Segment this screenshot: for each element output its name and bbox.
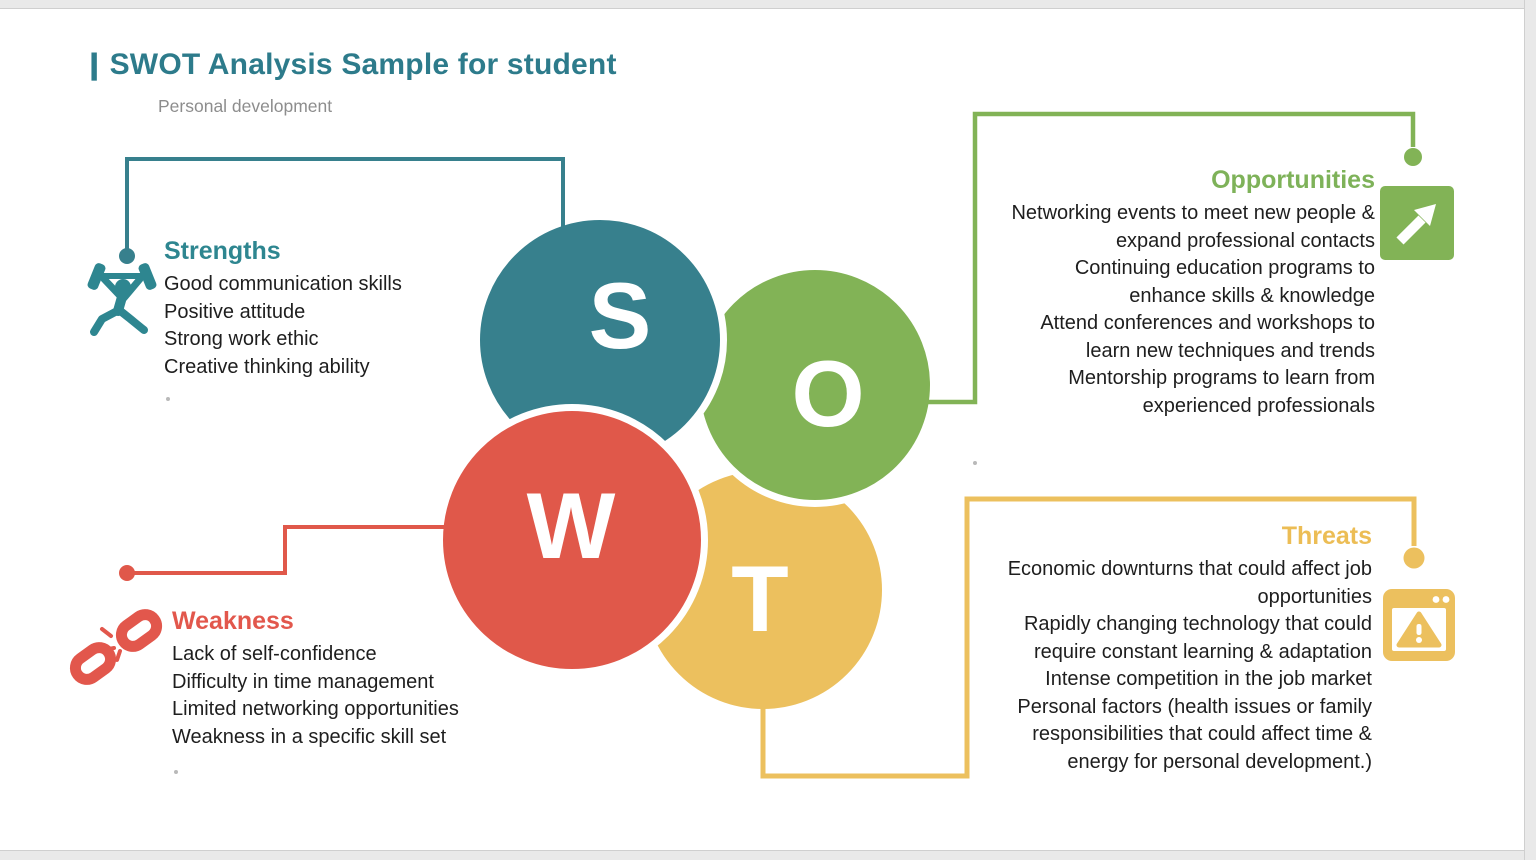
stray-bullet-dot (174, 770, 178, 774)
circle-weakness (436, 404, 708, 676)
list-item: Attend conferences and workshops to lear… (1040, 312, 1375, 362)
list-item: Lack of self-confidence (172, 643, 377, 665)
list-item: Difficulty in time management (172, 670, 434, 693)
page-subtitle: Personal development (158, 96, 333, 116)
weightlifter-icon (87, 263, 157, 336)
window-frame-bottom (0, 850, 1536, 860)
letter-w: W (526, 473, 616, 579)
list-item: Limited networking opportunities (172, 698, 459, 720)
strengths-heading: Strengths (164, 237, 281, 265)
strengths-section: Strengths Good communication skills Posi… (164, 237, 504, 381)
list-item: Weakness in a specific skill set (172, 725, 447, 748)
circle-opportunities (693, 263, 937, 507)
title-accent-bar: | (88, 48, 101, 81)
arrow-up-right-icon (1380, 186, 1454, 260)
window-frame-right (1524, 0, 1536, 860)
threats-heading: Threats (1281, 522, 1372, 550)
weakness-section: Weakness Lack of self-confidence Difficu… (172, 607, 532, 751)
letter-t: T (731, 546, 789, 652)
list-item: Personal factors (health issues or famil… (1017, 695, 1372, 773)
window-frame-top (0, 0, 1536, 9)
broken-chain-icon (69, 609, 163, 685)
letter-s: S (588, 263, 652, 369)
list-item: Networking events to meet new people & e… (1011, 202, 1375, 252)
page-title: |SWOT Analysis Sample for student (88, 48, 617, 82)
list-item: Economic downturns that could affect job… (1007, 558, 1372, 608)
warning-window-icon (1383, 589, 1455, 661)
opportunities-section: Opportunities Networking events to meet … (935, 166, 1375, 420)
threats-section: Threats Economic downturns that could af… (932, 522, 1372, 776)
list-item: Positive attitude (164, 300, 306, 323)
list-item: Intense competition in the job market (1045, 668, 1372, 690)
weakness-connector (119, 525, 448, 581)
list-item: Good communication skills (164, 273, 402, 295)
list-item: Mentorship programs to learn from experi… (1068, 367, 1375, 417)
stray-bullet-dot (973, 461, 977, 465)
list-item: Strong work ethic (164, 328, 319, 350)
opportunities-heading: Opportunities (1211, 166, 1375, 194)
weakness-heading: Weakness (172, 607, 294, 635)
list-item: Continuing education programs to enhance… (1074, 257, 1375, 307)
list-item: Rapidly changing technology that could r… (1023, 613, 1372, 663)
letter-o: O (791, 341, 865, 447)
list-item: Creative thinking ability (164, 355, 370, 378)
stray-bullet-dot (166, 397, 170, 401)
page-title-text: SWOT Analysis Sample for student (109, 48, 617, 81)
